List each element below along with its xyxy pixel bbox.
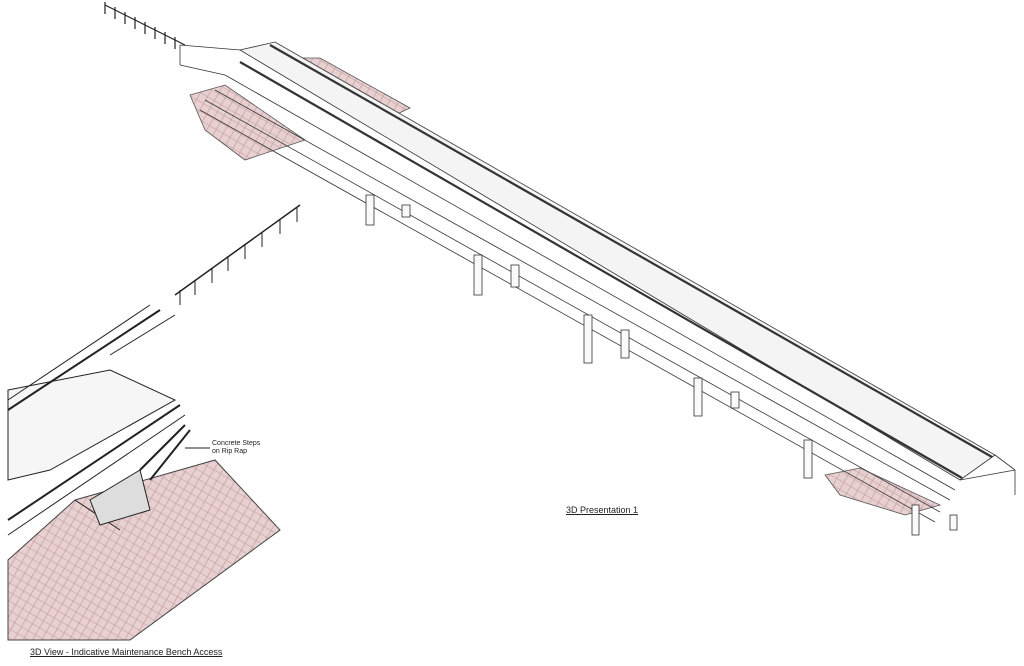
bridge-deck xyxy=(238,41,996,481)
callout-line-2: on Rip Rap xyxy=(212,448,248,455)
deck-lines xyxy=(179,44,1016,523)
inset-structure xyxy=(7,204,301,536)
callout-line-1: Concrete Steps xyxy=(212,440,261,447)
approach-railing xyxy=(104,2,186,49)
main-view-title: 3D Presentation 1 xyxy=(566,505,639,515)
piers xyxy=(365,194,958,536)
callout-concrete-steps: Concrete Steps on Rip Rap xyxy=(212,440,260,456)
rip-rap-left-abutment xyxy=(189,84,306,161)
rip-rap-right-abutment xyxy=(824,467,942,516)
inset-view-title: 3D View - Indicative Maintenance Bench A… xyxy=(30,647,223,657)
